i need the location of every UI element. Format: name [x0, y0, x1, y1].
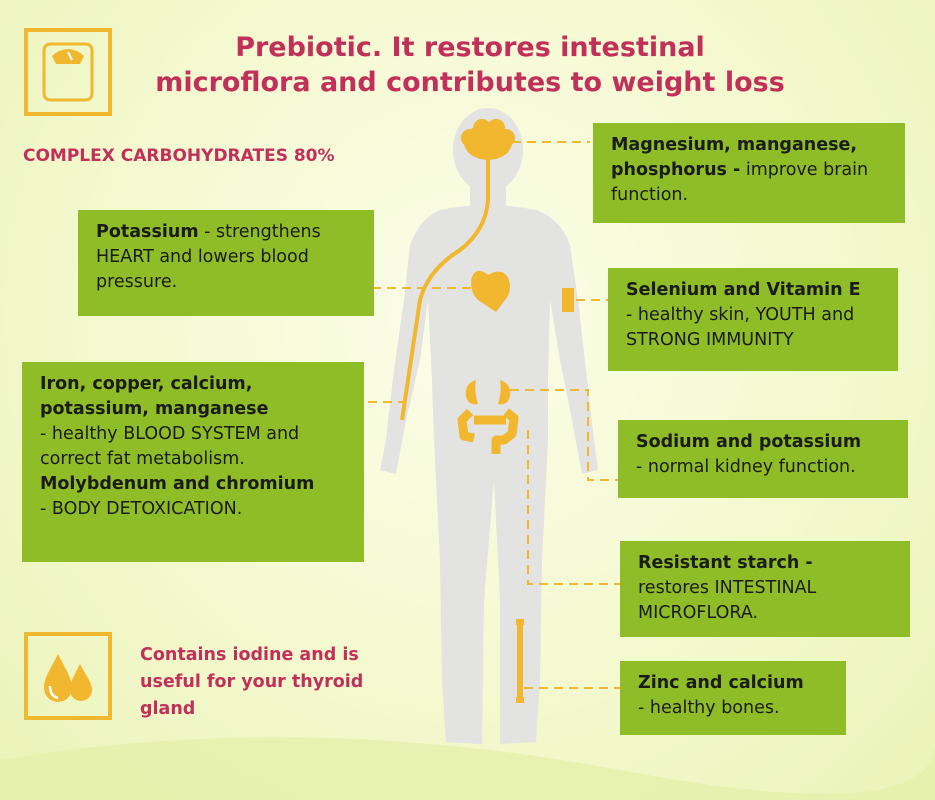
starch-box-text: restores INTESTINAL MICROFLORA.: [638, 578, 817, 623]
brain-box-bold: Magnesium, manganese, phosphorus -: [611, 135, 858, 180]
heart-icon: [471, 270, 510, 312]
skin-box-text: - healthy skin, YOUTH and STRONG IMMUNIT…: [626, 305, 855, 350]
zinc-calcium-box: Zinc and calcium - healthy bones.: [620, 661, 846, 735]
complex-carbohydrates-label: COMPLEX CARBOHYDRATES 80%: [23, 146, 335, 166]
title-line-2: microflora and contributes to weight los…: [155, 67, 785, 98]
title-line-1: Prebiotic. It restores intestinal: [235, 32, 705, 63]
intestine-icon: [457, 408, 519, 454]
scale-icon: [42, 42, 94, 102]
kidney-box-text: - normal kidney function.: [636, 457, 856, 477]
skin-patch-icon: [562, 288, 574, 312]
connector-lines: [368, 141, 620, 689]
starch-box-bold: Resistant starch -: [638, 553, 813, 573]
thyroid-note: Contains iodine and is useful for your t…: [140, 645, 364, 719]
bone-icon: [516, 619, 524, 703]
drops-icon-box: [24, 632, 112, 720]
skin-box-bold: Selenium and Vitamin E: [626, 280, 861, 300]
drops-icon: [44, 654, 92, 702]
decorative-wave: [0, 737, 935, 800]
blood-system-box: Iron, copper, calcium, potassium, mangan…: [22, 362, 364, 562]
brain-minerals-box: Magnesium, manganese, phosphorus - impro…: [593, 123, 905, 223]
scale-icon-box: [24, 28, 112, 116]
potassium-heart-box: Potassium - strengthens HEART and lowers…: [78, 210, 374, 316]
kidneys-icon: [465, 380, 511, 405]
blood-box-text-2: - BODY DETOXICATION.: [40, 499, 243, 519]
nerve-line: [400, 160, 490, 421]
bones-box-bold: Zinc and calcium: [638, 673, 804, 693]
selenium-vitamin-e-box: Selenium and Vitamin E - healthy skin, YO…: [608, 268, 898, 371]
bones-box-text: - healthy bones.: [638, 698, 780, 718]
resistant-starch-box: Resistant starch - restores INTESTINAL MI…: [620, 541, 910, 637]
page-title: Prebiotic. It restores intestinal microf…: [150, 30, 790, 100]
blood-box-bold-2: Molybdenum and chromium: [40, 474, 315, 494]
blood-box-text-1: - healthy BLOOD SYSTEM and correct fat m…: [40, 424, 300, 469]
heart-box-text: - strengthens HEART and lowers blood pre…: [96, 222, 321, 292]
sodium-kidney-box: Sodium and potassium - normal kidney func…: [618, 420, 908, 498]
brain-box-text: improve brain function.: [611, 160, 869, 205]
kidney-box-bold: Sodium and potassium: [636, 432, 862, 452]
blood-box-bold-1: Iron, copper, calcium, potassium, mangan…: [40, 374, 269, 419]
heart-box-bold: Potassium: [96, 222, 199, 242]
brain-icon: [461, 119, 515, 160]
